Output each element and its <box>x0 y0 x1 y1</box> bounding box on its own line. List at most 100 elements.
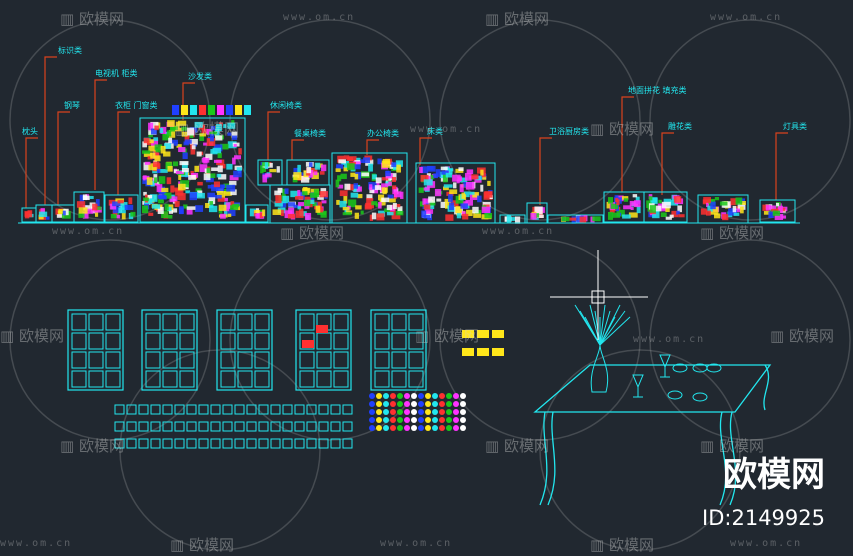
cad-block <box>317 194 324 200</box>
cad-block <box>154 144 163 151</box>
watermark-site: www.om.cn <box>380 538 453 549</box>
panel-cell <box>220 332 236 350</box>
cad-block <box>205 153 213 160</box>
cad-block <box>189 138 198 145</box>
cad-block <box>178 120 187 126</box>
cad-block <box>660 205 667 212</box>
small-tile <box>294 438 305 449</box>
cad-block <box>220 143 229 150</box>
watermark-logo: ▥ 欧模网 <box>485 437 549 455</box>
panel-frame <box>216 309 273 391</box>
panel-cell <box>374 370 390 388</box>
cad-block <box>154 155 161 162</box>
cad-block <box>310 167 318 174</box>
cad-block <box>38 214 44 220</box>
cad-block <box>451 200 459 208</box>
cad-block <box>372 174 377 180</box>
cad-block <box>665 207 670 213</box>
small-tile <box>342 421 353 432</box>
cad-block <box>458 167 464 172</box>
cad-block <box>428 196 436 203</box>
cad-block <box>63 208 69 216</box>
cad-block <box>78 212 85 218</box>
cad-block <box>481 172 486 178</box>
cad-block <box>287 202 296 207</box>
category-label: 衣柜 门窗类 <box>115 101 158 110</box>
panel-cell <box>220 351 236 369</box>
cad-block <box>199 105 206 115</box>
cad-block <box>277 187 283 193</box>
cad-block <box>480 184 484 192</box>
cad-block <box>392 185 397 190</box>
cad-block <box>95 206 102 210</box>
cad-block <box>561 216 570 222</box>
cad-block <box>163 151 171 157</box>
cad-block <box>175 121 180 129</box>
cad-block <box>463 191 470 198</box>
cad-block <box>167 166 173 172</box>
color-swatch <box>460 425 466 431</box>
cad-block <box>79 194 85 202</box>
cad-block <box>319 191 328 198</box>
cad-block <box>143 197 149 202</box>
small-tile <box>198 404 209 415</box>
panel-cell <box>316 332 332 350</box>
color-swatch <box>369 401 375 407</box>
cad-block <box>480 169 484 176</box>
cad-block <box>223 209 228 216</box>
cad-block <box>424 209 434 214</box>
cad-block <box>189 192 198 201</box>
cad-block <box>210 126 216 131</box>
cad-block <box>371 212 377 220</box>
cad-block <box>469 191 475 195</box>
cad-block <box>389 173 397 181</box>
panel-cell <box>179 370 195 388</box>
leader-line <box>539 137 552 205</box>
small-tile <box>282 404 293 415</box>
cad-block <box>191 143 198 147</box>
cad-block <box>306 166 312 174</box>
cad-block <box>201 128 209 134</box>
panel-cell <box>316 351 332 369</box>
color-swatch <box>404 401 410 407</box>
category-label: 床类 <box>427 127 443 136</box>
cad-block <box>148 122 154 131</box>
cad-block <box>337 184 344 189</box>
cad-block <box>442 186 449 191</box>
cad-block <box>453 182 457 189</box>
cad-block <box>306 199 315 204</box>
cad-block <box>56 214 65 218</box>
cad-block <box>82 211 89 219</box>
color-swatch <box>446 393 452 399</box>
cad-block <box>181 131 188 137</box>
watermark-logo: ▥ 欧模网 <box>170 536 234 554</box>
model-id: ID:2149925 <box>702 506 825 530</box>
cad-block <box>378 201 382 209</box>
cad-block <box>244 105 251 115</box>
category-label: 枕头 <box>22 127 38 136</box>
cad-block <box>175 189 184 196</box>
cad-block <box>629 200 638 206</box>
watermark-logo: ▥ 欧模网 <box>60 10 124 28</box>
cad-block <box>461 211 466 216</box>
color-swatch <box>404 425 410 431</box>
cad-block <box>441 170 449 175</box>
cad-block <box>471 174 479 180</box>
cad-block <box>514 216 521 224</box>
cad-block <box>177 193 186 201</box>
cad-block <box>164 192 172 199</box>
cad-block <box>442 174 448 183</box>
cad-block <box>170 126 176 132</box>
cad-block <box>161 187 169 193</box>
cad-block <box>117 200 124 204</box>
cad-block <box>154 125 159 131</box>
cad-block <box>435 169 441 177</box>
cad-block <box>297 205 302 210</box>
cad-block <box>166 206 172 212</box>
cad-block <box>298 202 307 207</box>
cad-block <box>217 105 224 115</box>
small-tile <box>162 404 173 415</box>
block-frame <box>73 191 105 223</box>
cad-block <box>658 199 662 204</box>
